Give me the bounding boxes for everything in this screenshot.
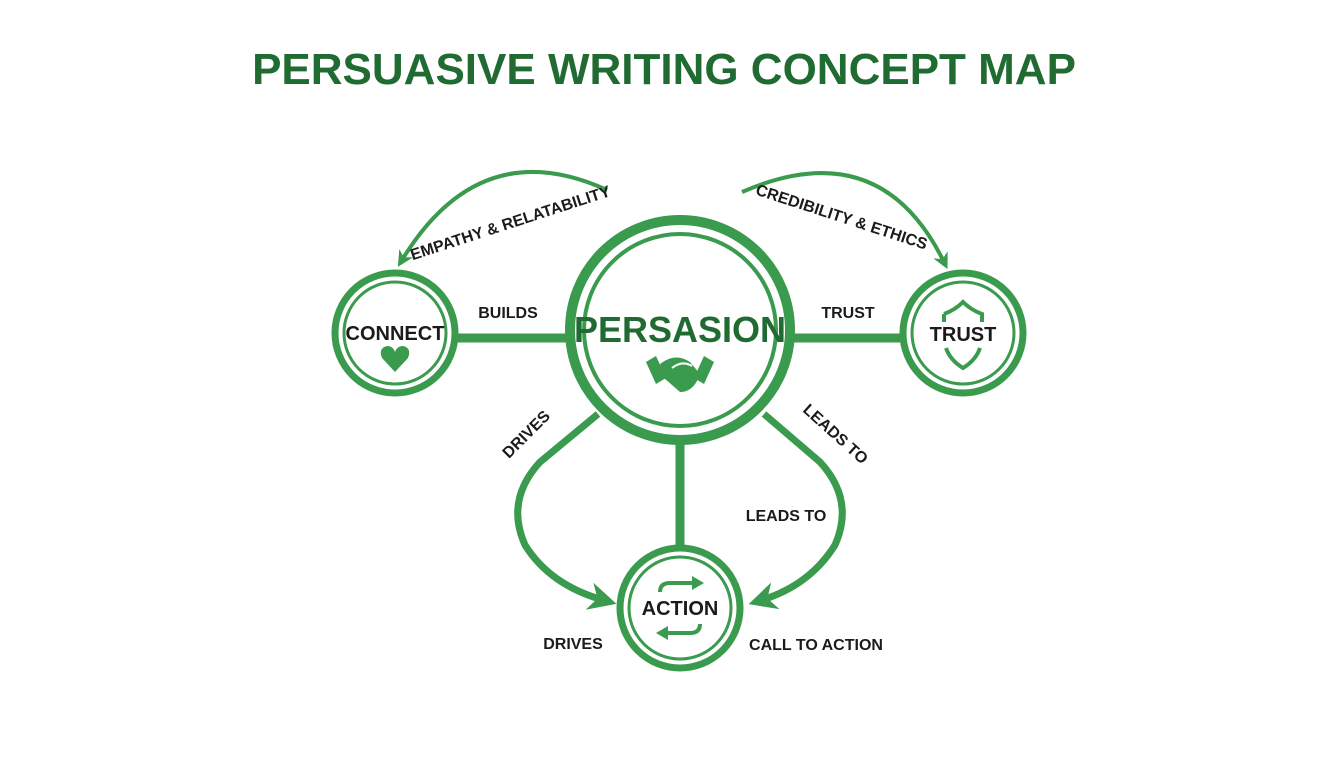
node-label-action: ACTION (642, 598, 719, 620)
empathy-arrow (397, 169, 608, 267)
edge-label-drives: DRIVES (543, 636, 603, 653)
edge-label-credibility: CREDIBILITY & ETHICS (754, 182, 930, 254)
edge-label-leads-to: LEADS TO (746, 508, 827, 525)
node-label-trust: TRUST (930, 324, 997, 346)
node-label-connect: CONNECT (346, 323, 445, 345)
drives-arrow (514, 411, 617, 610)
shield-icon (942, 299, 984, 371)
cycle-arrows-icon (656, 576, 704, 640)
credibility-arrow (741, 171, 948, 270)
leads-to-arrow (748, 411, 846, 610)
node-trust[interactable]: TRUST (899, 269, 1027, 397)
handshake-icon (646, 356, 714, 392)
edge-label-builds: BUILDS (478, 305, 538, 322)
node-label-persuasion: PERSASION (574, 309, 786, 350)
node-action[interactable]: ACTION (616, 544, 744, 672)
edge-label-trust: TRUST (821, 305, 875, 322)
node-persuasion[interactable]: PERSASION (565, 215, 795, 445)
edge-label-call-to-action: CALL TO ACTION (749, 637, 883, 654)
page-title: PERSUASIVE WRITING CONCEPT MAP (252, 45, 1076, 94)
node-connect[interactable]: CONNECT (331, 269, 459, 397)
heart-icon (380, 346, 410, 372)
edge-label-empathy: EMPATHY & RELATABILITY (409, 183, 614, 264)
